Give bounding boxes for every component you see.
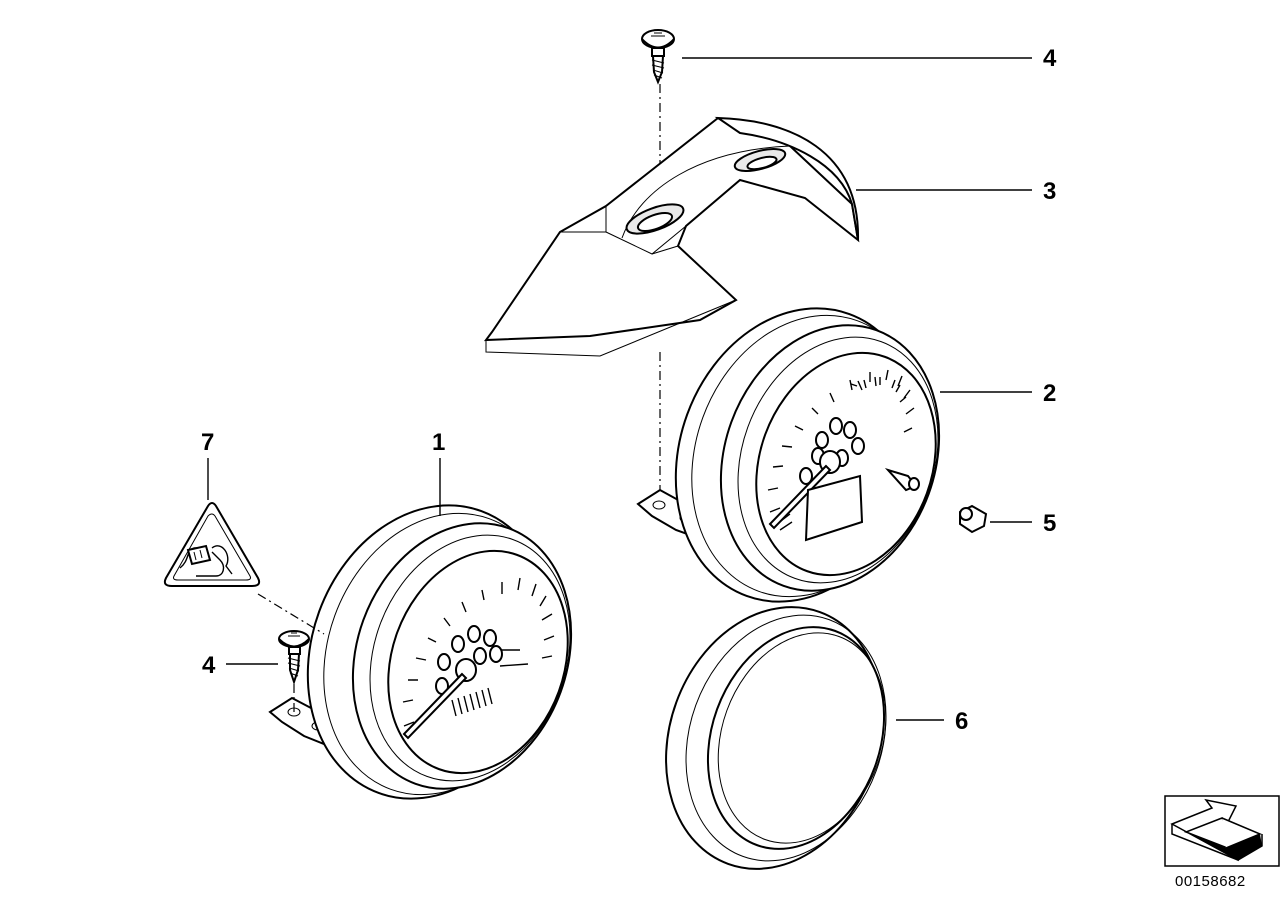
callout-3: 3: [1043, 178, 1056, 205]
instrument-cover[interactable]: [483, 116, 860, 357]
callout-1: 1: [432, 429, 445, 456]
gauge-left[interactable]: [268, 471, 607, 834]
warning-label[interactable]: [163, 502, 261, 587]
document-number: 00158682: [1175, 873, 1246, 890]
cap-knob[interactable]: [959, 504, 988, 534]
callout-5: 5: [1043, 510, 1056, 537]
callout-4-left: 4: [202, 652, 216, 679]
wire-plug-icon: [179, 544, 233, 577]
callout-4-top: 4: [1043, 45, 1057, 72]
screw-left[interactable]: [278, 630, 310, 686]
callout-6: 6: [955, 708, 968, 735]
gauge-right[interactable]: [636, 274, 975, 637]
navigation-arrow-button[interactable]: [1164, 795, 1280, 867]
arrow-up-left-icon: [1170, 798, 1263, 862]
leader-lines: [207, 57, 1032, 721]
bezel-ring[interactable]: [630, 577, 919, 900]
callout-2: 2: [1043, 380, 1056, 407]
callout-7: 7: [201, 429, 214, 456]
screw-top[interactable]: [641, 29, 675, 85]
